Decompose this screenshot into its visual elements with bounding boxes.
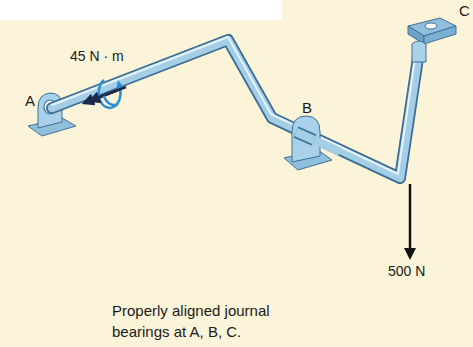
- bearing-c: [408, 18, 456, 62]
- couple-symbol: [84, 80, 126, 108]
- point-label: C: [459, 2, 470, 19]
- bent-shaft: [52, 37, 418, 178]
- force-arrow: [410, 184, 411, 250]
- moment-value: 45 N · m: [70, 48, 124, 64]
- bearing-b: [284, 116, 340, 170]
- point-label: B: [302, 99, 312, 116]
- figure-caption: Properly aligned journal bearings at A, …: [112, 300, 302, 342]
- point-label: A: [25, 92, 35, 109]
- white-margin: [0, 0, 282, 20]
- force-value: 500 N: [388, 263, 425, 279]
